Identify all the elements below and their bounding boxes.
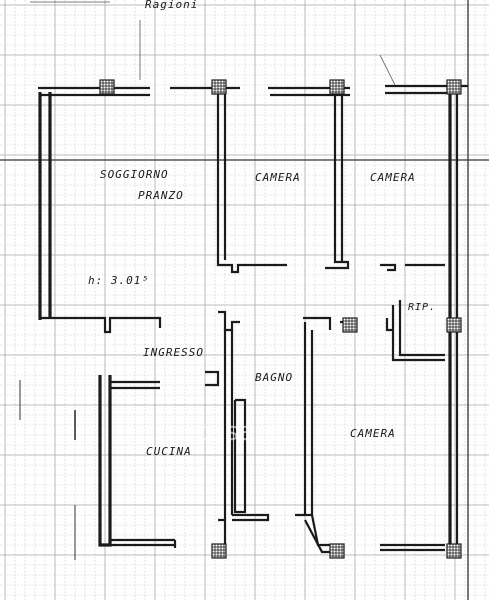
header-text: Ragioni xyxy=(145,0,198,11)
pillar xyxy=(446,79,462,95)
room-label-ingresso: INGRESSO xyxy=(143,346,204,359)
pillar xyxy=(211,543,227,559)
pillar xyxy=(329,543,345,559)
pillar xyxy=(211,79,227,95)
room-label-camera-2: CAMERA xyxy=(370,171,416,184)
room-label-rip: RIP. xyxy=(408,302,436,313)
room-label-cucina: CUCINA xyxy=(146,445,192,458)
room-label-soggiorno: SOGGIORNO xyxy=(100,168,169,181)
watermark-casa-it: casa.it xyxy=(195,417,280,447)
margin-marks xyxy=(19,1,396,560)
pillars xyxy=(99,79,462,559)
pillar xyxy=(342,317,358,333)
room-label-camera-1: CAMERA xyxy=(255,171,301,184)
pillar xyxy=(446,543,462,559)
pillar xyxy=(329,79,345,95)
ceiling-height-label: h: 3.01⁵ xyxy=(88,274,149,287)
walls xyxy=(38,84,468,554)
pillar xyxy=(446,317,462,333)
room-label-bagno: BAGNO xyxy=(255,371,293,384)
pillar xyxy=(99,79,115,95)
room-label-pranzo: PRANZO xyxy=(138,189,184,202)
room-label-camera-3: CAMERA xyxy=(350,427,396,440)
